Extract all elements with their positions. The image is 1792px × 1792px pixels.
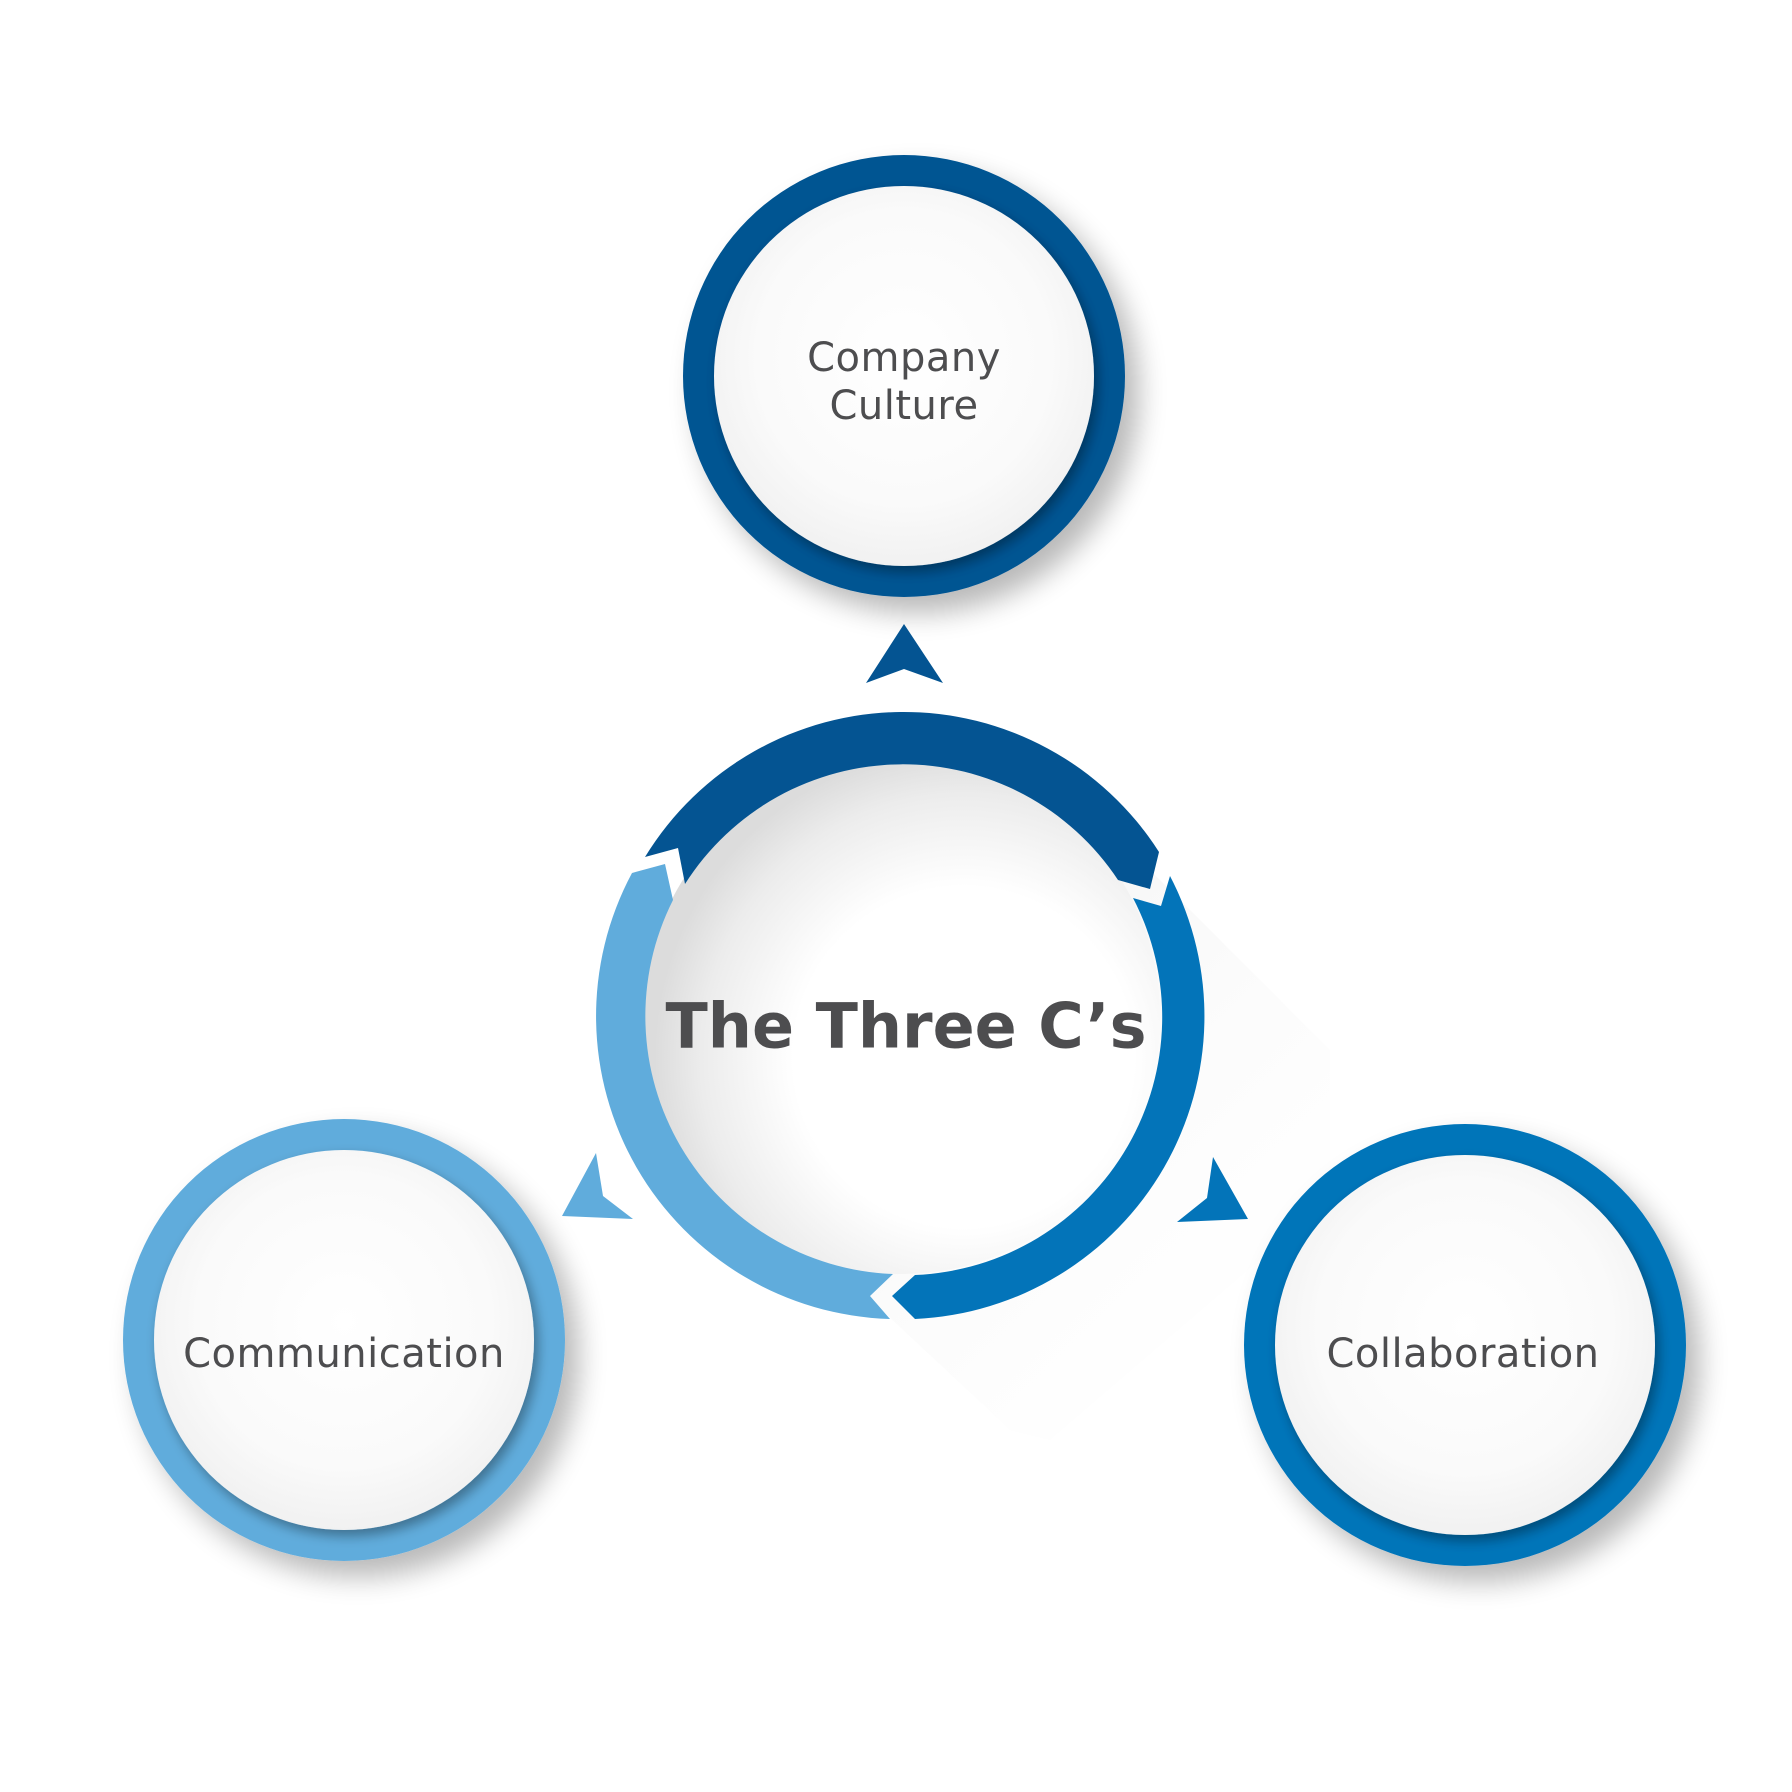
cycle-segment-right — [892, 876, 1205, 1319]
node-label-communication: Communication — [183, 1331, 505, 1377]
node-label-line: Company — [807, 335, 1001, 381]
node-inner-disc — [1275, 1155, 1655, 1535]
node-label-line: Culture — [829, 383, 979, 429]
center-title: The Three C’s — [665, 989, 1147, 1063]
node-inner-disc — [154, 1150, 534, 1530]
node-inner-disc — [714, 186, 1094, 566]
center-disc — [644, 758, 1160, 1274]
node-company-culture[interactable] — [683, 155, 1125, 597]
arrow-up-icon — [866, 624, 943, 683]
arrow-down-left-icon — [562, 1153, 633, 1219]
cycle-segment-top — [645, 711, 1159, 889]
arrow-down-right-icon — [1177, 1157, 1248, 1222]
central-cycle — [596, 711, 1205, 1319]
node-label-company-culture: Company Culture — [807, 334, 1001, 430]
cycle-segment-left — [596, 864, 893, 1319]
node-collaboration[interactable] — [1244, 1124, 1686, 1566]
node-communication[interactable] — [123, 1119, 565, 1561]
node-label-collaboration: Collaboration — [1326, 1331, 1600, 1377]
